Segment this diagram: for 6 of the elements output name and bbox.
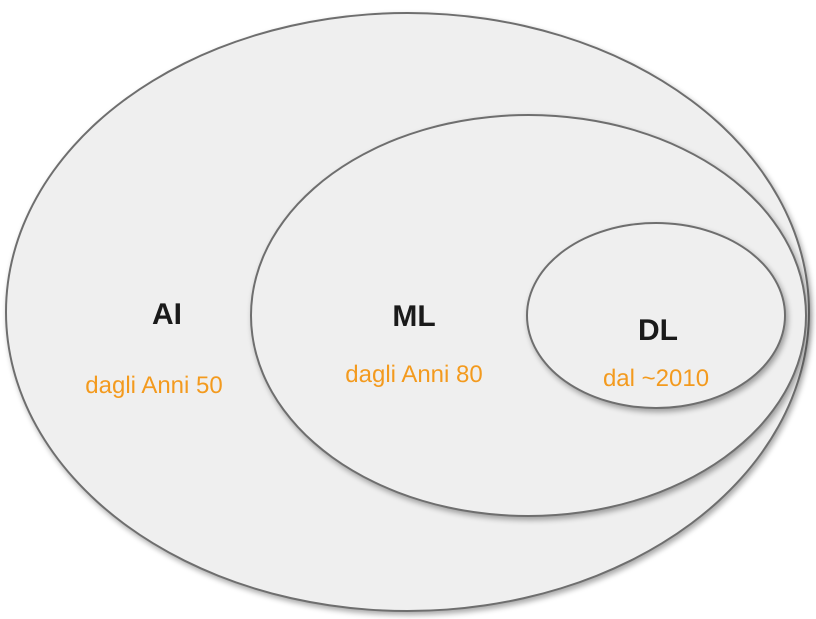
set-label: AI bbox=[152, 300, 182, 330]
set-label: DL bbox=[638, 316, 678, 346]
date-label: dal ~2010 bbox=[602, 367, 710, 391]
set-label: ML bbox=[392, 302, 436, 332]
date-label: dagli Anni 80 bbox=[345, 363, 483, 387]
date-label: dagli Anni 50 bbox=[85, 374, 223, 398]
